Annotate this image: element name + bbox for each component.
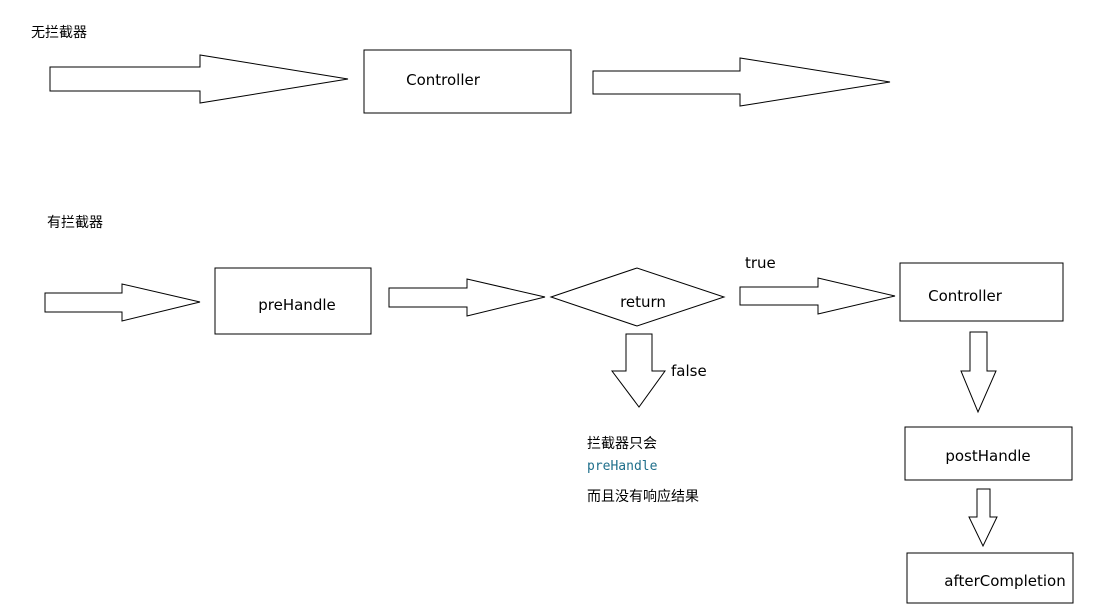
arrow-right-input (49, 54, 349, 104)
false-branch-label: false (671, 362, 707, 380)
true-branch-label: true (745, 254, 776, 272)
posthandle-label: postHandle (945, 447, 1030, 465)
controller-label-bottom: Controller (928, 287, 1003, 305)
arrow-down-false-branch (611, 333, 666, 408)
arrow-right-true-branch (739, 277, 896, 315)
aftercompletion-box (906, 552, 1074, 604)
prehandle-label: preHandle (258, 296, 335, 314)
prehandle-box (214, 267, 372, 335)
arrow-right-into-decision (388, 278, 546, 317)
aftercompletion-label: afterCompletion (944, 572, 1065, 590)
arrow-down-to-posthandle (960, 331, 997, 414)
section-title-with-interceptor: 有拦截器 (47, 215, 103, 231)
controller-box-top (363, 49, 572, 114)
arrow-down-to-aftercompletion (968, 488, 998, 548)
return-decision-label: return (620, 293, 666, 311)
controller-label-top: Controller (406, 71, 481, 89)
return-decision-diamond (549, 267, 726, 327)
arrow-right-into-prehandle (44, 283, 201, 322)
section-title-without-interceptor: 无拦截器 (31, 25, 87, 41)
arrow-right-output (592, 57, 891, 107)
posthandle-box (904, 426, 1073, 481)
note-line-2: preHandle (587, 459, 658, 474)
note-line-3: 而且没有响应结果 (587, 488, 699, 505)
controller-box-bottom (899, 262, 1064, 322)
note-line-1: 拦截器只会 (587, 436, 657, 452)
